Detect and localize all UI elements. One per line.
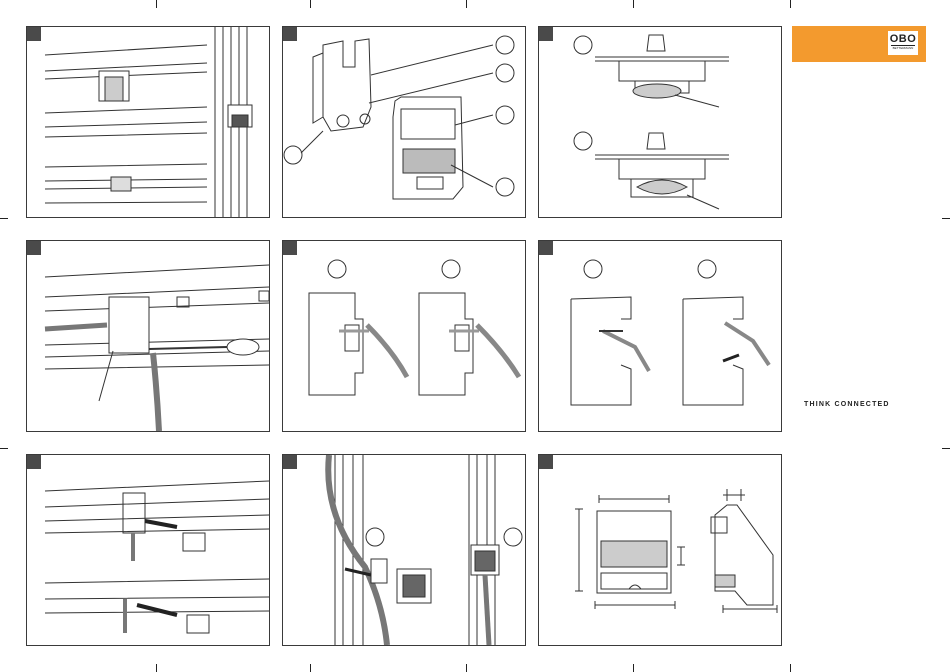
trim-mark xyxy=(0,218,8,219)
trim-mark xyxy=(790,664,791,672)
trim-mark xyxy=(0,448,8,449)
vertical-rail-cable-illustration xyxy=(283,455,525,645)
step-6-panel xyxy=(538,240,782,432)
screwdriver-installation-illustration xyxy=(27,241,269,431)
trim-mark xyxy=(633,0,634,8)
dimension-drawing-illustration xyxy=(539,455,781,645)
step-5-panel xyxy=(282,240,526,432)
module-insertion-illustration xyxy=(27,455,269,645)
trim-mark xyxy=(633,664,634,672)
logo-subtext: BETTERMANN xyxy=(888,46,918,51)
logo-text: OBO xyxy=(888,33,918,45)
step-7-panel xyxy=(26,454,270,646)
cable-removal-profile-illustration xyxy=(539,241,781,431)
trim-mark xyxy=(156,0,157,8)
trim-mark xyxy=(310,664,311,672)
tagline: THINK CONNECTED xyxy=(804,401,890,408)
brand-header: OBO BETTERMANN xyxy=(792,26,926,62)
step-1-panel xyxy=(26,26,270,218)
obo-logo: OBO BETTERMANN xyxy=(888,31,918,55)
step-2-panel xyxy=(282,26,526,218)
trim-mark xyxy=(790,0,791,8)
step-3-panel xyxy=(538,26,782,218)
step-9-panel xyxy=(538,454,782,646)
step-8-panel xyxy=(282,454,526,646)
clamp-detail-illustration xyxy=(539,27,781,217)
trim-mark xyxy=(942,218,950,219)
trim-mark xyxy=(156,664,157,672)
cable-routing-profile-illustration xyxy=(283,241,525,431)
step-4-panel xyxy=(26,240,270,432)
trim-mark xyxy=(310,0,311,8)
rail-mounted-modules-illustration xyxy=(27,27,269,217)
trim-mark xyxy=(466,0,467,8)
module-parts-exploded-illustration xyxy=(283,27,525,217)
trim-mark xyxy=(466,664,467,672)
trim-mark xyxy=(942,448,950,449)
